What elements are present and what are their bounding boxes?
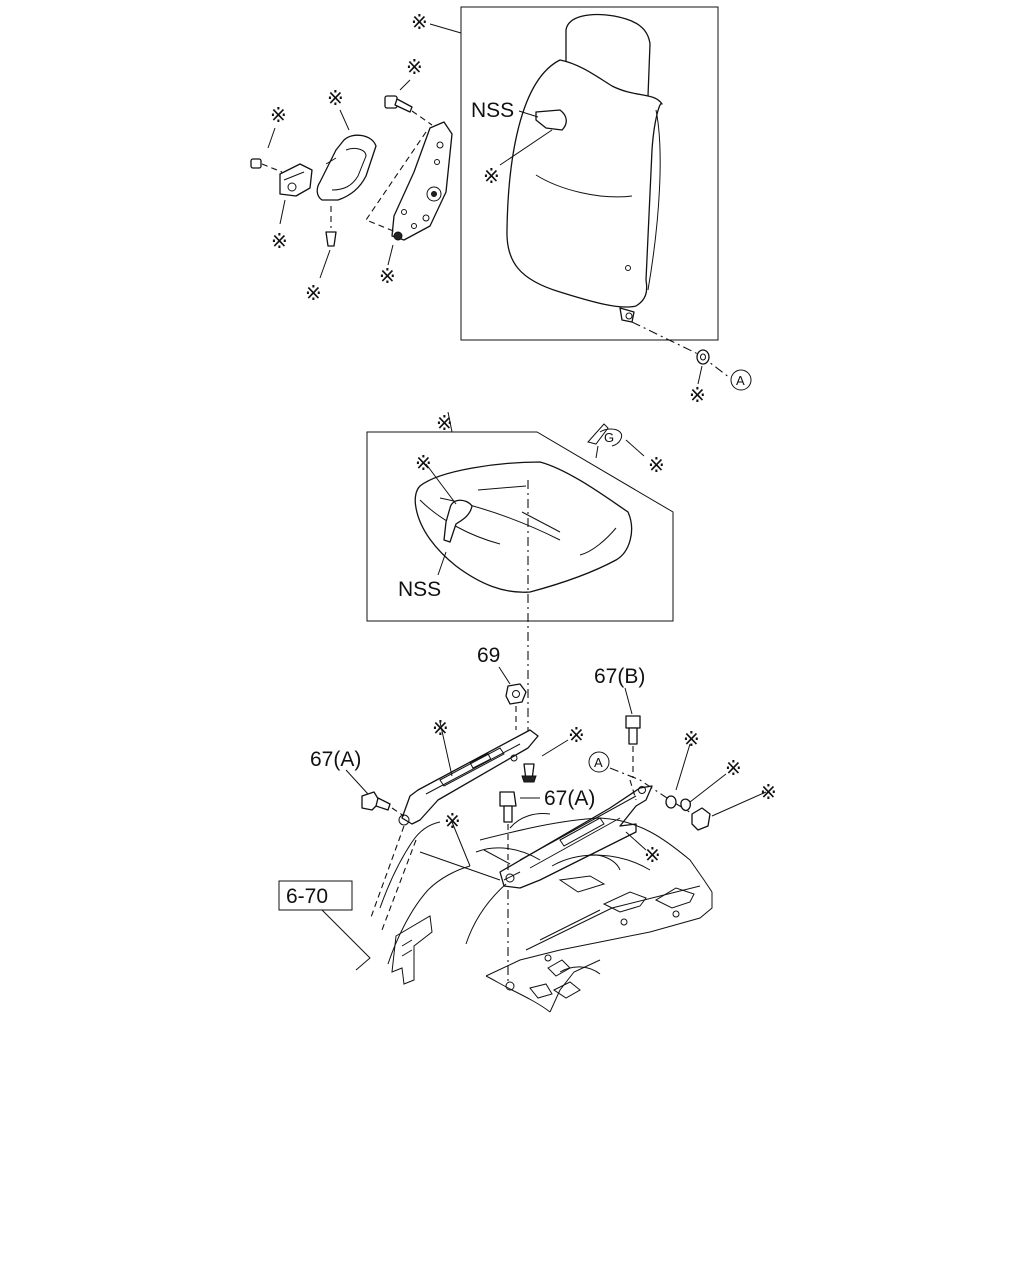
part-69-label: 69 xyxy=(477,644,500,667)
asterisk-left-rail: ※ xyxy=(432,716,449,740)
right-seat-rail xyxy=(499,785,653,889)
recliner-cover xyxy=(316,134,377,201)
cushion-strap xyxy=(443,499,473,543)
svg-text:G: G xyxy=(604,430,614,445)
front-arrow-icon: G xyxy=(587,423,623,459)
backrest-group xyxy=(460,6,719,341)
circle-ref-a-mid xyxy=(588,751,610,773)
recliner-group: ※ ※ ※ ※ ※ ※ xyxy=(250,55,453,305)
washer-mid xyxy=(665,795,677,809)
seat-rails-group: 69 ※ 67(A) ※ 67(B) A xyxy=(310,644,777,985)
asterisk-cap-nut: ※ xyxy=(760,780,777,804)
recliner-bracket xyxy=(391,121,453,241)
washer-top xyxy=(696,349,710,365)
asterisk-clip: ※ xyxy=(305,281,322,305)
bolt-67a-center xyxy=(499,791,517,807)
trim-clip xyxy=(325,231,337,247)
spring-washer xyxy=(680,798,692,812)
cap-nut xyxy=(691,807,711,831)
asterisk-bracket: ※ xyxy=(379,264,396,288)
asterisk-washer-top: ※ xyxy=(689,383,706,407)
floor-pan: ※ xyxy=(369,809,713,1013)
circle-ref-a-mid-text: A xyxy=(594,755,603,770)
nss-cushion-label: NSS xyxy=(398,578,441,601)
backrest-frame xyxy=(460,6,719,341)
asterisk-clip-rail: ※ xyxy=(568,723,585,747)
recliner-bolt-head xyxy=(384,95,398,109)
ref-box-6-70 xyxy=(278,880,353,911)
seat-back xyxy=(506,59,663,308)
part-67a-center-label: 67(A) xyxy=(544,787,595,810)
circle-ref-a-top xyxy=(730,369,752,391)
bolt-67b xyxy=(625,715,641,729)
backrest-strap xyxy=(535,109,567,131)
part-67a-left-label: 67(A) xyxy=(310,748,361,771)
seat-cushion xyxy=(414,461,633,593)
asterisk-front: ※ xyxy=(648,453,665,477)
asterisk-cushion-strap: ※ xyxy=(415,451,432,475)
left-seat-rail xyxy=(401,729,539,825)
asterisk-backrest-top: ※ xyxy=(411,10,428,34)
circle-ref-a-top-text: A xyxy=(736,373,745,388)
asterisk-cover: ※ xyxy=(327,86,344,110)
ref-box-6-70-text: 6-70 xyxy=(286,885,328,908)
asterisk-spring-washer: ※ xyxy=(725,756,742,780)
asterisk-screw: ※ xyxy=(270,103,287,127)
knob-screw xyxy=(250,158,262,169)
part-67b-label: 67(B) xyxy=(594,665,645,688)
asterisk-knob: ※ xyxy=(271,229,288,253)
cushion-group: ※ NSS ※ G ※ xyxy=(366,411,674,740)
nss-backrest-label: NSS xyxy=(471,99,514,122)
asterisk-right-rail: ※ xyxy=(644,843,661,867)
asterisk-bolt: ※ xyxy=(406,55,423,79)
asterisk-floor: ※ xyxy=(444,809,461,833)
cushion-frame xyxy=(366,431,674,622)
nut-69 xyxy=(505,683,527,705)
asterisk-washer-mid: ※ xyxy=(683,727,700,751)
asterisk-backrest: ※ xyxy=(483,164,500,188)
